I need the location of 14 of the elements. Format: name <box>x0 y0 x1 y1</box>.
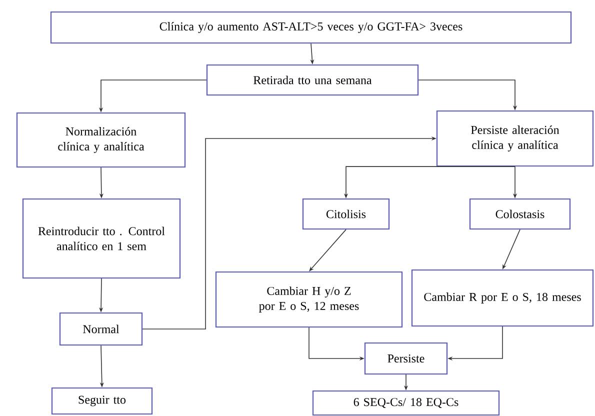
process-box: 6 SEQ-Cs/ 18 EQ-Cs <box>312 390 500 416</box>
process-box: Colostasis <box>469 198 571 230</box>
process-box: Persiste <box>364 342 448 375</box>
process-box: Normal <box>59 312 143 346</box>
process-box: Clínica y/o aumento AST-ALT>5 veces y/o GGT-FA> 3veces <box>50 11 572 44</box>
process-box: Retirada tto una semana <box>206 64 419 96</box>
process-box: Seguir tto <box>51 387 153 415</box>
process-box: Cambiar R por E o S, 18 meses <box>411 269 594 327</box>
process-box: Cambiar H y/o Z por E o S, 12 meses <box>215 271 403 328</box>
arrow <box>309 229 346 272</box>
process-box: Citolisis <box>302 198 390 230</box>
process-box: Reintroducir tto . Control analítico en 1 sem <box>22 198 181 279</box>
process-box: Normalización clínica y analítica <box>16 112 186 168</box>
process-box: Persiste alteración clínica y analítica <box>436 110 594 167</box>
